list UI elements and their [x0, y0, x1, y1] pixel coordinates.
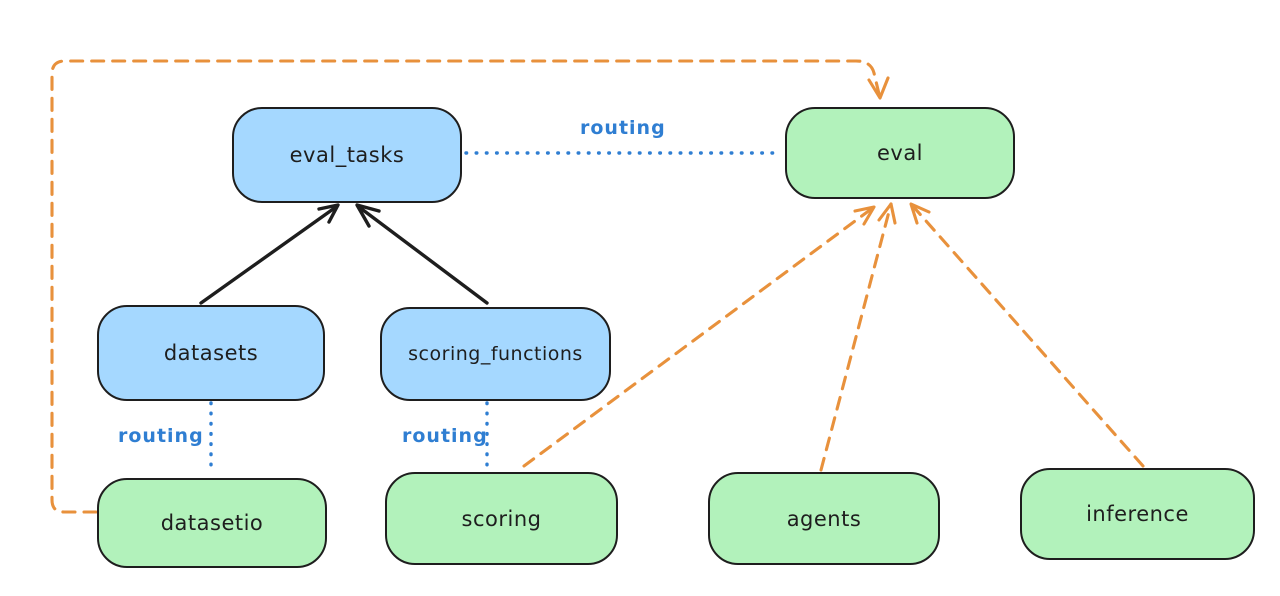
edge-datasetio-to-eval: [50, 59, 890, 514]
node-scoring-label: scoring: [461, 506, 542, 531]
edge-inference-to-eval: [909, 202, 1145, 468]
node-scoring-functions: scoring_functions: [380, 307, 611, 401]
edge-label-routing-top: routing: [580, 117, 666, 139]
node-scoring: scoring: [385, 472, 618, 565]
edge-scoring-to-eval: [522, 205, 876, 468]
node-agents: agents: [708, 472, 940, 565]
node-scoring-functions-label: scoring_functions: [408, 343, 583, 365]
node-datasets-label: datasets: [163, 341, 259, 365]
edge-label-routing-datasets: routing: [118, 425, 204, 447]
node-inference-label: inference: [1086, 502, 1189, 526]
node-inference: inference: [1020, 468, 1255, 560]
node-datasetio-label: datasetio: [160, 511, 264, 535]
node-eval: eval: [785, 107, 1015, 199]
node-eval-tasks-label: eval_tasks: [289, 143, 405, 167]
node-eval-label: eval: [876, 141, 924, 165]
edge-scoring-functions-to-eval-tasks: [355, 203, 489, 305]
node-eval-tasks: eval_tasks: [232, 107, 462, 203]
node-datasetio: datasetio: [97, 478, 327, 568]
edge-label-routing-scoring: routing: [402, 425, 488, 447]
node-agents-label: agents: [786, 506, 862, 531]
edge-agents-to-eval: [819, 202, 897, 472]
node-datasets: datasets: [97, 305, 325, 401]
edge-datasets-to-eval-tasks: [199, 203, 340, 305]
